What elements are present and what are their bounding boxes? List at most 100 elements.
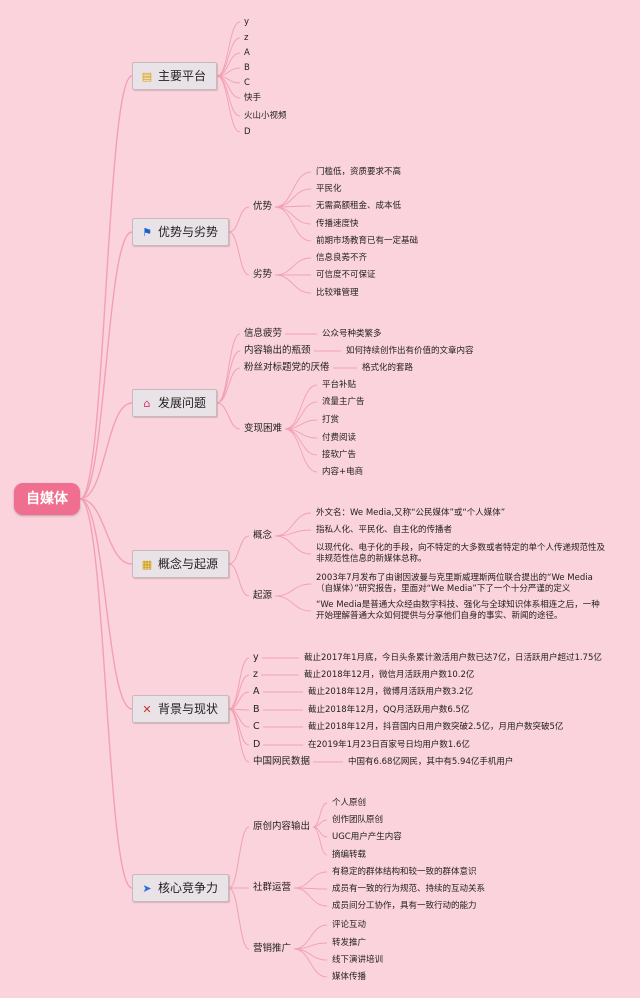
link-leaf bbox=[216, 67, 241, 77]
leaf-node[interactable]: 摘编转载 bbox=[332, 849, 367, 860]
platform-item[interactable]: D bbox=[244, 126, 251, 137]
leaf-node[interactable]: 截止2018年12月，QQ月活跃用户数6.5亿 bbox=[308, 704, 470, 715]
leaf-node[interactable]: 中国有6.68亿网民，其中有5.94亿手机用户 bbox=[348, 756, 514, 767]
platform-item[interactable]: C bbox=[244, 77, 250, 88]
leaf-node[interactable]: 有稳定的群体结构和较一致的群体意识 bbox=[332, 866, 477, 877]
platform-item[interactable]: B bbox=[244, 62, 250, 73]
category-2[interactable]: ⚑优势与劣势 bbox=[132, 217, 230, 247]
branch-node[interactable]: B bbox=[253, 703, 260, 715]
link-leaf bbox=[216, 75, 241, 99]
link-leaf bbox=[274, 274, 312, 294]
branch-node[interactable]: 营销推广 bbox=[253, 942, 292, 954]
leaf-node[interactable]: 创作团队原创 bbox=[332, 814, 384, 825]
branch-node[interactable]: 原创内容输出 bbox=[253, 820, 311, 832]
leaf-node[interactable]: 格式化的套路 bbox=[362, 362, 414, 373]
leaf-node[interactable]: 传播速度快 bbox=[316, 218, 359, 229]
branch-node[interactable]: y bbox=[253, 651, 259, 663]
leaf-node[interactable]: 指私人化、平民化、自主化的传播者 bbox=[316, 524, 453, 535]
branch-node[interactable]: 社群运营 bbox=[253, 881, 292, 893]
category-label: 主要平台 bbox=[158, 68, 207, 83]
leaf-node[interactable]: 在2019年1月23日百家号日均用户数1.6亿 bbox=[308, 739, 470, 750]
leaf-node[interactable]: 评论互动 bbox=[332, 919, 367, 930]
category-6[interactable]: ➤核心竞争力 bbox=[132, 873, 230, 903]
branch-node[interactable]: A bbox=[253, 685, 260, 697]
platform-item[interactable]: A bbox=[244, 47, 250, 58]
category-label: 发展问题 bbox=[158, 395, 207, 410]
leaf-node[interactable]: UGC用户产生内容 bbox=[332, 831, 402, 842]
link-leaf bbox=[274, 512, 312, 537]
leaf-node[interactable]: 如何持续创作出有价值的文章内容 bbox=[346, 345, 474, 356]
platform-item[interactable]: 快手 bbox=[244, 92, 262, 103]
platform-item[interactable]: 火山小视频 bbox=[244, 110, 287, 121]
leaf-node[interactable]: 比较难管理 bbox=[316, 287, 359, 298]
branch-node[interactable]: 中国网民数据 bbox=[253, 755, 311, 767]
link-root-1 bbox=[79, 75, 133, 500]
leaf-node[interactable]: 前期市场教育已有一定基础 bbox=[316, 235, 419, 246]
category-3[interactable]: ⌂发展问题 bbox=[132, 388, 218, 418]
leaf-node[interactable]: 公众号种类繁多 bbox=[322, 328, 382, 339]
link-sub bbox=[228, 708, 250, 711]
branch-node[interactable]: 优势 bbox=[253, 200, 273, 212]
leaf-node[interactable]: 内容+电商 bbox=[322, 466, 364, 477]
branch-node[interactable]: z bbox=[253, 668, 258, 680]
leaf-node[interactable]: 2003年7月发布了由谢因波曼与克里斯威理斯两位联合提出的“We Media（自… bbox=[316, 572, 593, 594]
link-leaf bbox=[284, 428, 318, 439]
leaf-node[interactable]: 流量主广告 bbox=[322, 396, 365, 407]
leaf-node[interactable]: 截止2018年12月，微信月活跃用户数10.2亿 bbox=[304, 669, 475, 680]
leaf-node[interactable]: 截止2018年12月，微博月活跃用户数3.2亿 bbox=[308, 686, 473, 697]
leaf-node[interactable]: 门槛低，资质要求不高 bbox=[316, 166, 402, 177]
branch-node[interactable]: 粉丝对标题党的厌倦 bbox=[244, 361, 330, 373]
leaf-node[interactable]: 媒体传播 bbox=[332, 971, 367, 982]
leaf-node[interactable]: 线下演讲培训 bbox=[332, 954, 384, 965]
leaf-node[interactable]: 打赏 bbox=[322, 414, 340, 425]
leaf-node[interactable]: 个人原创 bbox=[332, 797, 367, 808]
link-leaf bbox=[274, 171, 312, 208]
leaf-node[interactable]: 可信度不可保证 bbox=[316, 269, 376, 280]
branch-node[interactable]: 概念 bbox=[253, 529, 273, 541]
leaf-node[interactable]: 截止2018年12月，抖音国内日用户数突破2.5亿，月用户数突破5亿 bbox=[308, 721, 564, 732]
link-leaf bbox=[274, 205, 312, 208]
leaf-node[interactable]: 外文名：We Media,又称“公民媒体”或“个人媒体” bbox=[316, 507, 506, 518]
link-leaf bbox=[274, 535, 312, 555]
branch-node[interactable]: 变现困难 bbox=[244, 422, 283, 434]
link-sub bbox=[228, 231, 250, 276]
leaf-node[interactable]: “We Media是普通大众经由数字科技、强化与全球知识体系相连之后，一种开始理… bbox=[316, 599, 600, 621]
link-leaf bbox=[274, 257, 312, 276]
platform-item[interactable]: z bbox=[244, 32, 249, 43]
link-root-4 bbox=[79, 498, 133, 565]
link-leaf bbox=[312, 826, 328, 838]
link-sub bbox=[228, 535, 250, 565]
leaf-node[interactable]: 成员间分工协作，具有一致行动的能力 bbox=[332, 900, 477, 911]
branch-node[interactable]: 信息疲劳 bbox=[244, 327, 283, 339]
link-root-6 bbox=[79, 498, 133, 889]
branch-node[interactable]: 起源 bbox=[253, 589, 273, 601]
branch-node[interactable]: 内容输出的瓶颈 bbox=[244, 344, 311, 356]
category-1[interactable]: ▤ 主要平台 bbox=[132, 61, 218, 91]
link-sub bbox=[228, 887, 250, 950]
square-grid-icon: ▦ bbox=[141, 557, 153, 571]
leaf-node[interactable]: 以现代化、电子化的手段，向不特定的大多数或者特定的单个人传递规范性及非规范性信息… bbox=[316, 542, 606, 564]
coin-stack-icon: ▤ bbox=[141, 69, 153, 83]
platform-item[interactable]: y bbox=[244, 16, 250, 27]
branch-node[interactable]: 劣势 bbox=[253, 268, 273, 280]
leaf-node[interactable]: 平台补贴 bbox=[322, 379, 357, 390]
leaf-node[interactable]: 转发推广 bbox=[332, 937, 367, 948]
leaf-node[interactable]: 截止2017年1月底，今日头条累计激活用户数已达7亿，日活跃用户超过1.75亿 bbox=[304, 652, 602, 663]
leaf-node[interactable]: 信息良莠不齐 bbox=[316, 252, 368, 263]
leaf-node[interactable]: 付费阅读 bbox=[322, 432, 357, 443]
category-4[interactable]: ▦概念与起源 bbox=[132, 549, 230, 579]
branch-node[interactable]: C bbox=[253, 720, 260, 732]
category-label: 背景与现状 bbox=[158, 701, 219, 716]
branch-node[interactable]: D bbox=[253, 738, 261, 750]
link-leaf bbox=[216, 52, 241, 77]
leaf-node[interactable]: 成员有一致的行为规范、持续的互动关系 bbox=[332, 883, 486, 894]
link-sub bbox=[228, 708, 250, 728]
root-node[interactable]: 自媒体 bbox=[14, 482, 80, 516]
leaf-node[interactable]: 无需高额租金、成本低 bbox=[316, 200, 402, 211]
leaf-node[interactable]: 平民化 bbox=[316, 183, 342, 194]
category-5[interactable]: ✕背景与现状 bbox=[132, 694, 230, 724]
link-leaf bbox=[284, 384, 318, 430]
link-leaf bbox=[293, 948, 328, 961]
leaf-node[interactable]: 接软广告 bbox=[322, 449, 357, 460]
